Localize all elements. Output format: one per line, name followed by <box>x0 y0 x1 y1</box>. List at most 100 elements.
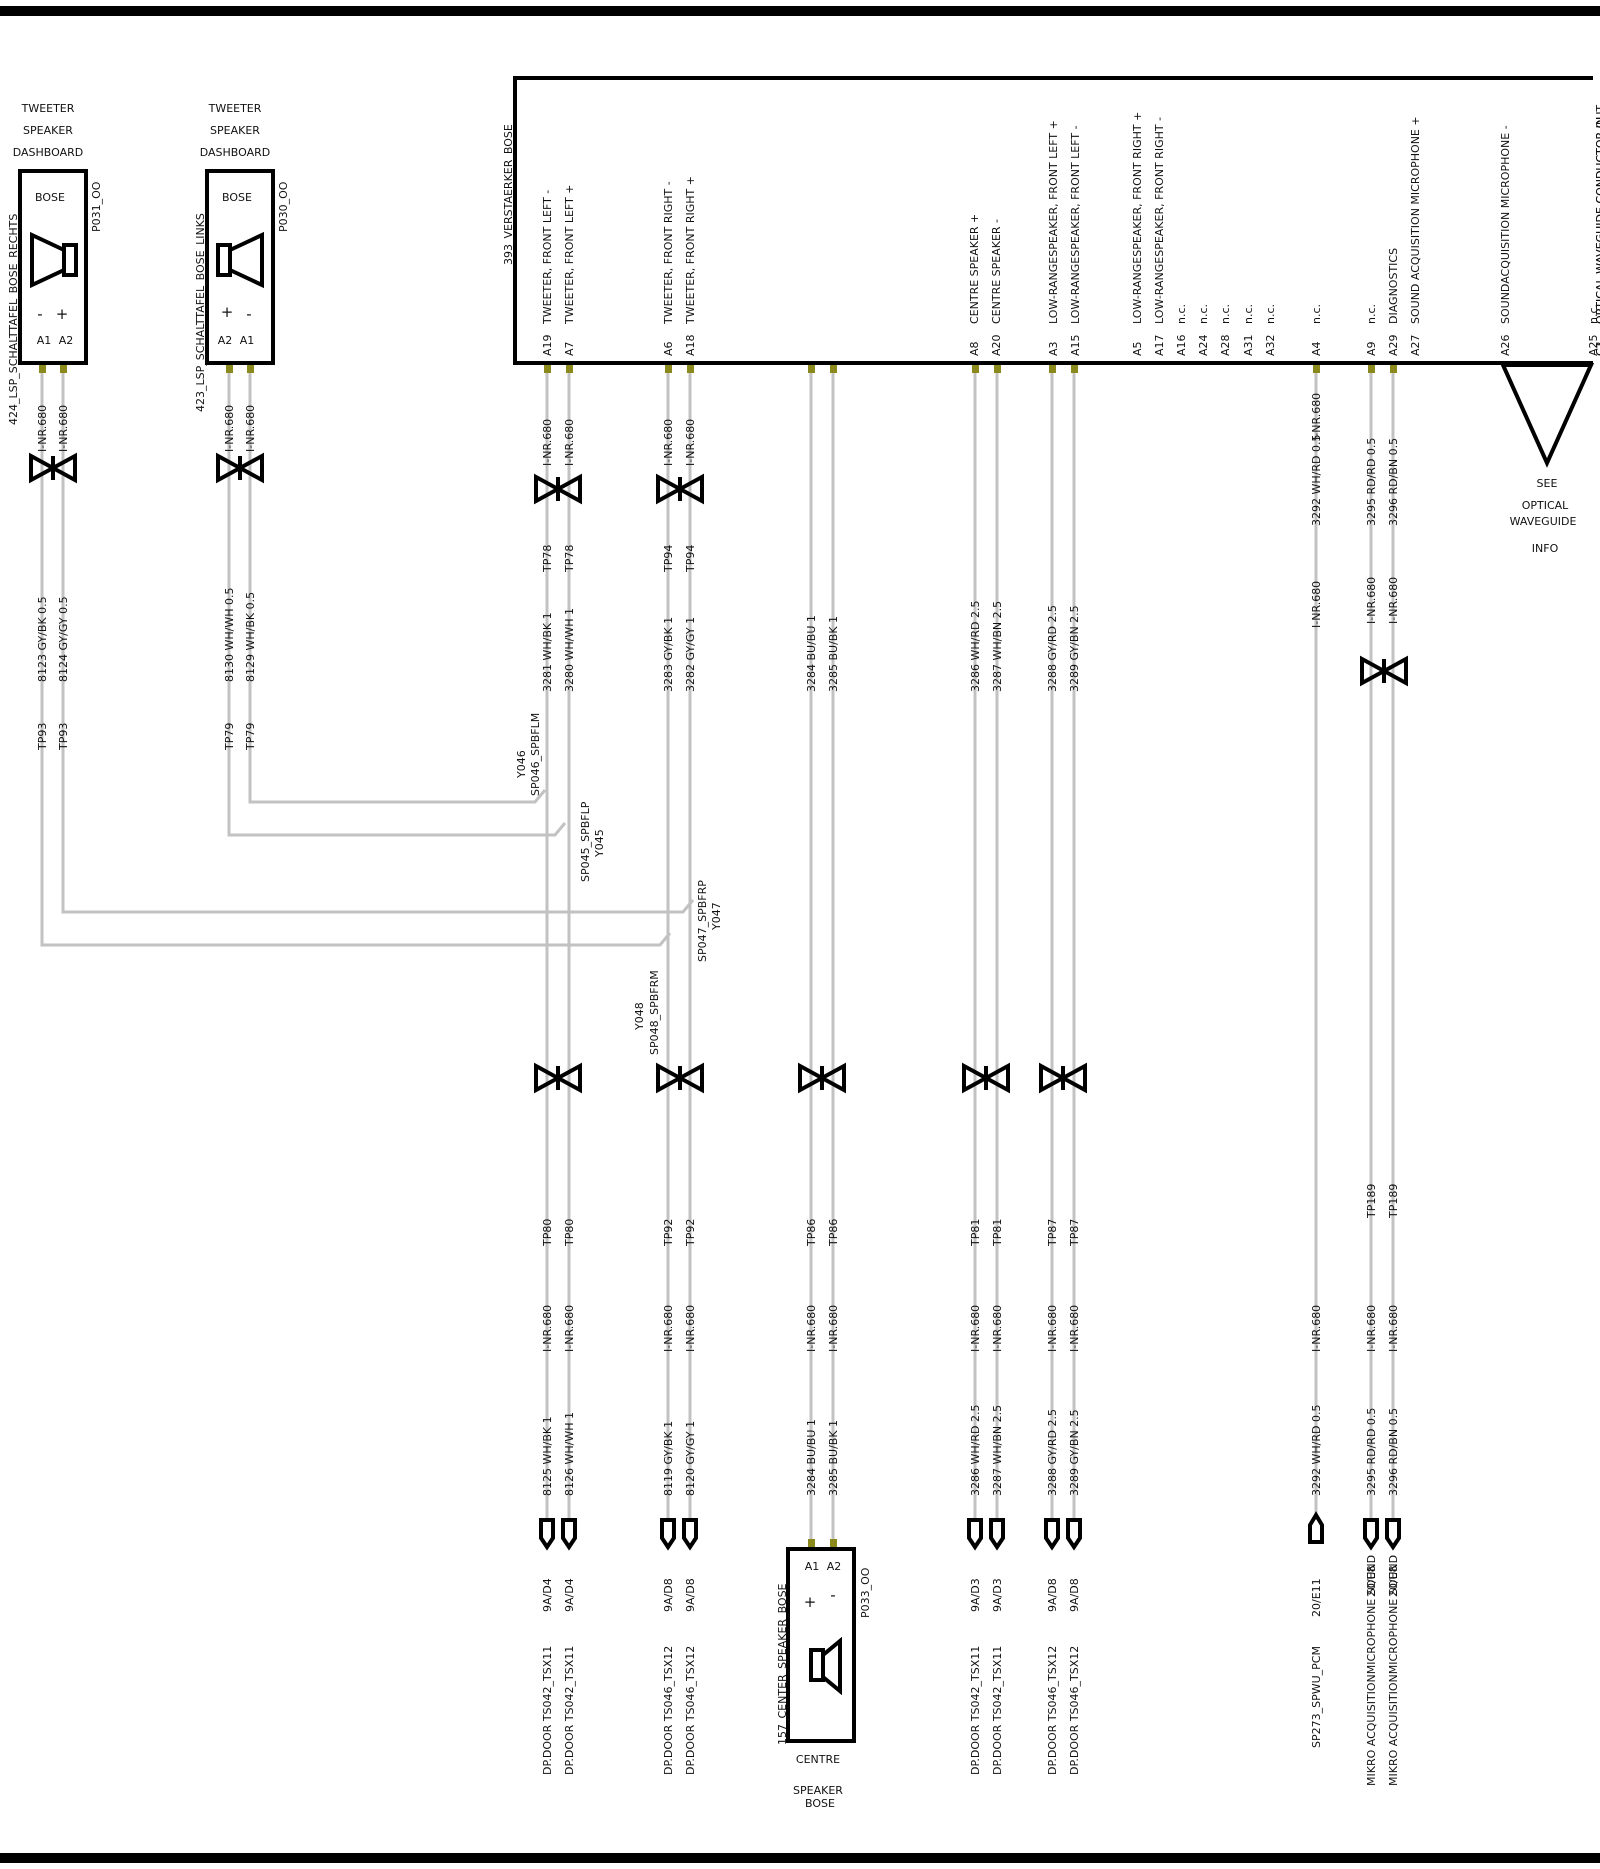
tp-label: TP94 <box>662 545 675 573</box>
amplifier-pin-desc: TWEETER, FRONT LEFT + <box>563 184 576 325</box>
bowtie-connector-icon <box>534 1062 582 1094</box>
tweeter-left: TWEETER SPEAKER DASHBOARD BOSE + - A2 A1… <box>194 102 290 412</box>
pin-marker <box>808 1539 815 1548</box>
destination-ref: 9A/D8 <box>1068 1578 1081 1612</box>
wire-label: 3281 WH/BK 1 <box>541 612 554 692</box>
pin-marker <box>1390 365 1397 373</box>
connector-arrow-icon <box>1385 1518 1401 1551</box>
amplifier-pin-id: A15 <box>1069 334 1082 356</box>
tweeter-right-brand: BOSE <box>35 191 65 204</box>
amplifier-pin-id: A4 <box>1310 341 1323 356</box>
center-speaker-polarity-left: + <box>804 1593 817 1611</box>
connector-label: I-NR.680 <box>1365 577 1378 624</box>
splice-name: SP048_SPBFRM <box>648 970 661 1055</box>
destination-name: DP.DOOR TS046_TSX12 <box>684 1646 697 1775</box>
pin-marker <box>544 365 551 373</box>
connector-label: I-NR.680 <box>541 419 554 466</box>
tp-label: TP86 <box>805 1219 818 1247</box>
tweeter-left-pin-left: A2 <box>218 334 233 347</box>
wire-label: 8119 GY/BK 1 <box>662 1421 675 1496</box>
tp-label: TP87 <box>1068 1219 1081 1247</box>
destination-name: DP.DOOR TS042_TSX11 <box>969 1646 982 1775</box>
pin-marker <box>687 365 694 373</box>
amplifier-name: 393_VERSTAERKER_BOSE <box>502 124 515 265</box>
amplifier-pin-id: A20 <box>990 334 1003 356</box>
amplifier-pin-desc: TWEETER, FRONT LEFT - <box>541 190 554 325</box>
connector-label: I-NR.680 <box>563 1305 576 1352</box>
connector-label: I-NR.680 <box>1310 581 1323 628</box>
tweeter-left-polarity-right: - <box>246 305 251 323</box>
wire-label: 8124 GY/GY 0.5 <box>57 596 70 682</box>
pin-marker <box>972 365 979 373</box>
amplifier-pin-id: A25 <box>1587 334 1600 356</box>
connector-label: I-NR.680 <box>684 1305 697 1352</box>
tp-label: TP79 <box>244 723 257 751</box>
bowtie-connector-icon <box>216 452 264 484</box>
optical-note-1: SEE <box>1537 477 1558 490</box>
amplifier-pin-desc: n.c. <box>1365 304 1378 324</box>
amplifier-pin-id: A8 <box>968 341 981 356</box>
connector-label: I-NR.680 <box>805 1305 818 1352</box>
wire-label: 3289 GY/BN 2.5 <box>1068 1409 1081 1496</box>
amplifier-pin-desc: n.c. <box>1175 304 1188 324</box>
connector-arrow-icon <box>660 1518 676 1551</box>
amplifier-pin-desc: LOW-RANGESPEAKER, FRONT RIGHT + <box>1131 112 1144 324</box>
connector-label: I-NR.680 <box>36 405 49 452</box>
center-speaker-code: P033_OO <box>859 1567 872 1618</box>
center-speaker-caption: CENTRE <box>796 1753 840 1766</box>
wire-label: 8123 GY/BK 0.5 <box>36 596 49 682</box>
tp-label: TP93 <box>36 723 49 751</box>
connector-label: I-NR.680 <box>969 1305 982 1352</box>
amplifier-pin-desc: OPTICAL WAVEGUIDE CONDUCTOR OUT <box>1594 105 1600 324</box>
bowtie-connector-icon <box>656 473 704 505</box>
connector-layer <box>29 452 1408 1094</box>
destination-ref: 20/E8 <box>1365 1565 1378 1597</box>
tweeter-left-header-2: SPEAKER <box>210 124 260 137</box>
amplifier-pin-desc: SOUNDACQUISITION MICROPHONE - <box>1499 125 1512 324</box>
wire-label: 8120 GY/GY 1 <box>684 1421 697 1496</box>
connector-arrow-icon <box>1066 1518 1082 1551</box>
pin-marker <box>994 365 1001 373</box>
tweeter-left-brand: BOSE <box>222 191 252 204</box>
splice-id: Y048 <box>633 1002 646 1031</box>
destination-ref: 20/E11 <box>1310 1578 1323 1617</box>
tweeter-right-header-2: SPEAKER <box>23 124 73 137</box>
wire-label: 3288 GY/RD 2.5 <box>1046 1409 1059 1496</box>
pin-marker <box>1071 365 1078 373</box>
wire-label: 3284 BU/BU 1 <box>805 1419 818 1496</box>
connector-label: I-NR.680 <box>991 1305 1004 1352</box>
tweeter-right-pin-left: A1 <box>37 334 52 347</box>
tp-label: TP81 <box>991 1219 1004 1247</box>
splice-y045: SP045_SPBFLP Y045 <box>579 801 606 882</box>
speaker-icon <box>809 1636 842 1696</box>
tweeter-left-box <box>205 169 275 365</box>
amplifier-pin-desc: TWEETER, FRONT RIGHT + <box>684 176 697 325</box>
amplifier-pin-id: A9 <box>1365 341 1378 356</box>
connector-label: I-NR.680 <box>1387 1305 1400 1352</box>
wire-label: 3288 GY/RD 2.5 <box>1046 605 1059 692</box>
amplifier-pin-desc: TWEETER, FRONT RIGHT - <box>662 181 675 325</box>
destination-name: MIKRO ACQUISITIONMICROPHONE SOUND <box>1387 1555 1400 1786</box>
wire-label: 3282 GY/GY 1 <box>684 617 697 692</box>
bowtie-connector-icon <box>29 452 77 484</box>
amplifier-pin-desc: n.c. <box>1242 304 1255 324</box>
wire-label: 3296 RD/BN 0.5 <box>1387 438 1400 526</box>
tweeter-right-polarity-left: - <box>37 305 42 323</box>
amplifier-pin-desc: CENTRE SPEAKER - <box>990 219 1003 324</box>
wire-label: 3285 BU/BK 1 <box>827 616 840 692</box>
pin-marker <box>226 365 233 373</box>
top-border <box>0 6 1600 16</box>
tp-label: TP87 <box>1046 1219 1059 1247</box>
tweeter-left-header-1: TWEETER <box>208 102 262 115</box>
amplifier-box <box>513 76 1593 365</box>
pin-marker <box>665 365 672 373</box>
tp-label: TP94 <box>684 545 697 573</box>
amplifier-pin-desc: n.c. <box>1197 304 1210 324</box>
wire-label: 8125 WH/BK 1 <box>541 1416 554 1496</box>
pin-marker <box>1368 365 1375 373</box>
amplifier-pin-id: C2 <box>1594 341 1600 356</box>
amplifier-pin-id: A28 <box>1219 334 1232 356</box>
wire-label: 3289 GY/BN 2.5 <box>1068 605 1081 692</box>
